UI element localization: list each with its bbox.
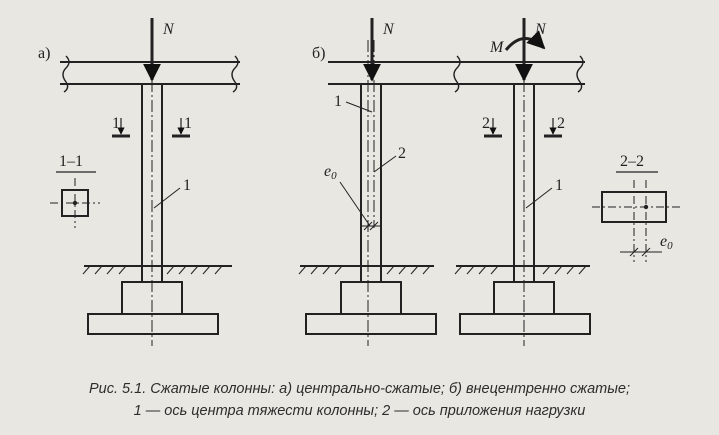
section-2-2-title: 2–2 [620, 153, 644, 170]
panel-b-section-left: 2 [482, 115, 490, 132]
section-2-2-eccentricity: e0 [660, 233, 673, 252]
panel-b-moment-column: N M 2 2 1 [454, 18, 591, 346]
panel-a-section-right: 1 [184, 115, 192, 132]
panel-b-foundation-top [340, 281, 402, 315]
panel-b-column: б) N 1 2 e0 [298, 18, 462, 346]
section-2-2: 2–2 e0 [592, 153, 682, 262]
caption-line-1: Рис. 5.1. Сжатые колонны: а) центрально-… [89, 381, 630, 397]
panel-a-section-left: 1 [112, 115, 120, 132]
section-1-1-title: 1–1 [59, 153, 83, 170]
panel-b-label: б) [312, 45, 325, 62]
caption-line-2: 1 — ось центра тяжести колонны; 2 — ось … [133, 403, 586, 419]
panel-b-column-shaft [360, 83, 382, 283]
moment-label: M [489, 39, 505, 56]
panel-b-eccentricity-label: e0 [324, 163, 337, 182]
section-1-1: 1–1 [50, 153, 100, 228]
panel-b-axis-label-2: 2 [398, 145, 406, 162]
panel-b-beam [328, 61, 462, 85]
panel-b-right-axis-label-1: 1 [555, 177, 563, 194]
moment-arrow [504, 30, 546, 51]
panel-b-force-n: N [382, 21, 395, 38]
figure-caption: Рис. 5.1. Сжатые колонны: а) центрально-… [0, 378, 719, 422]
panel-a-foundation-base [87, 313, 219, 335]
panel-b-section-right: 2 [557, 115, 565, 132]
panel-b-foundation-base [305, 313, 437, 335]
panel-b-axis-label-1: 1 [334, 93, 342, 110]
panel-a-column: а) N 1 1 1 [38, 18, 240, 346]
panel-b-right-force-n: N [534, 21, 547, 38]
panel-a-beam [60, 61, 240, 85]
panel-b-right-foundation-base [459, 313, 591, 335]
panel-a-axis-label-1: 1 [183, 177, 191, 194]
panel-a-force-n: N [162, 21, 175, 38]
panel-a-label: а) [38, 45, 50, 62]
